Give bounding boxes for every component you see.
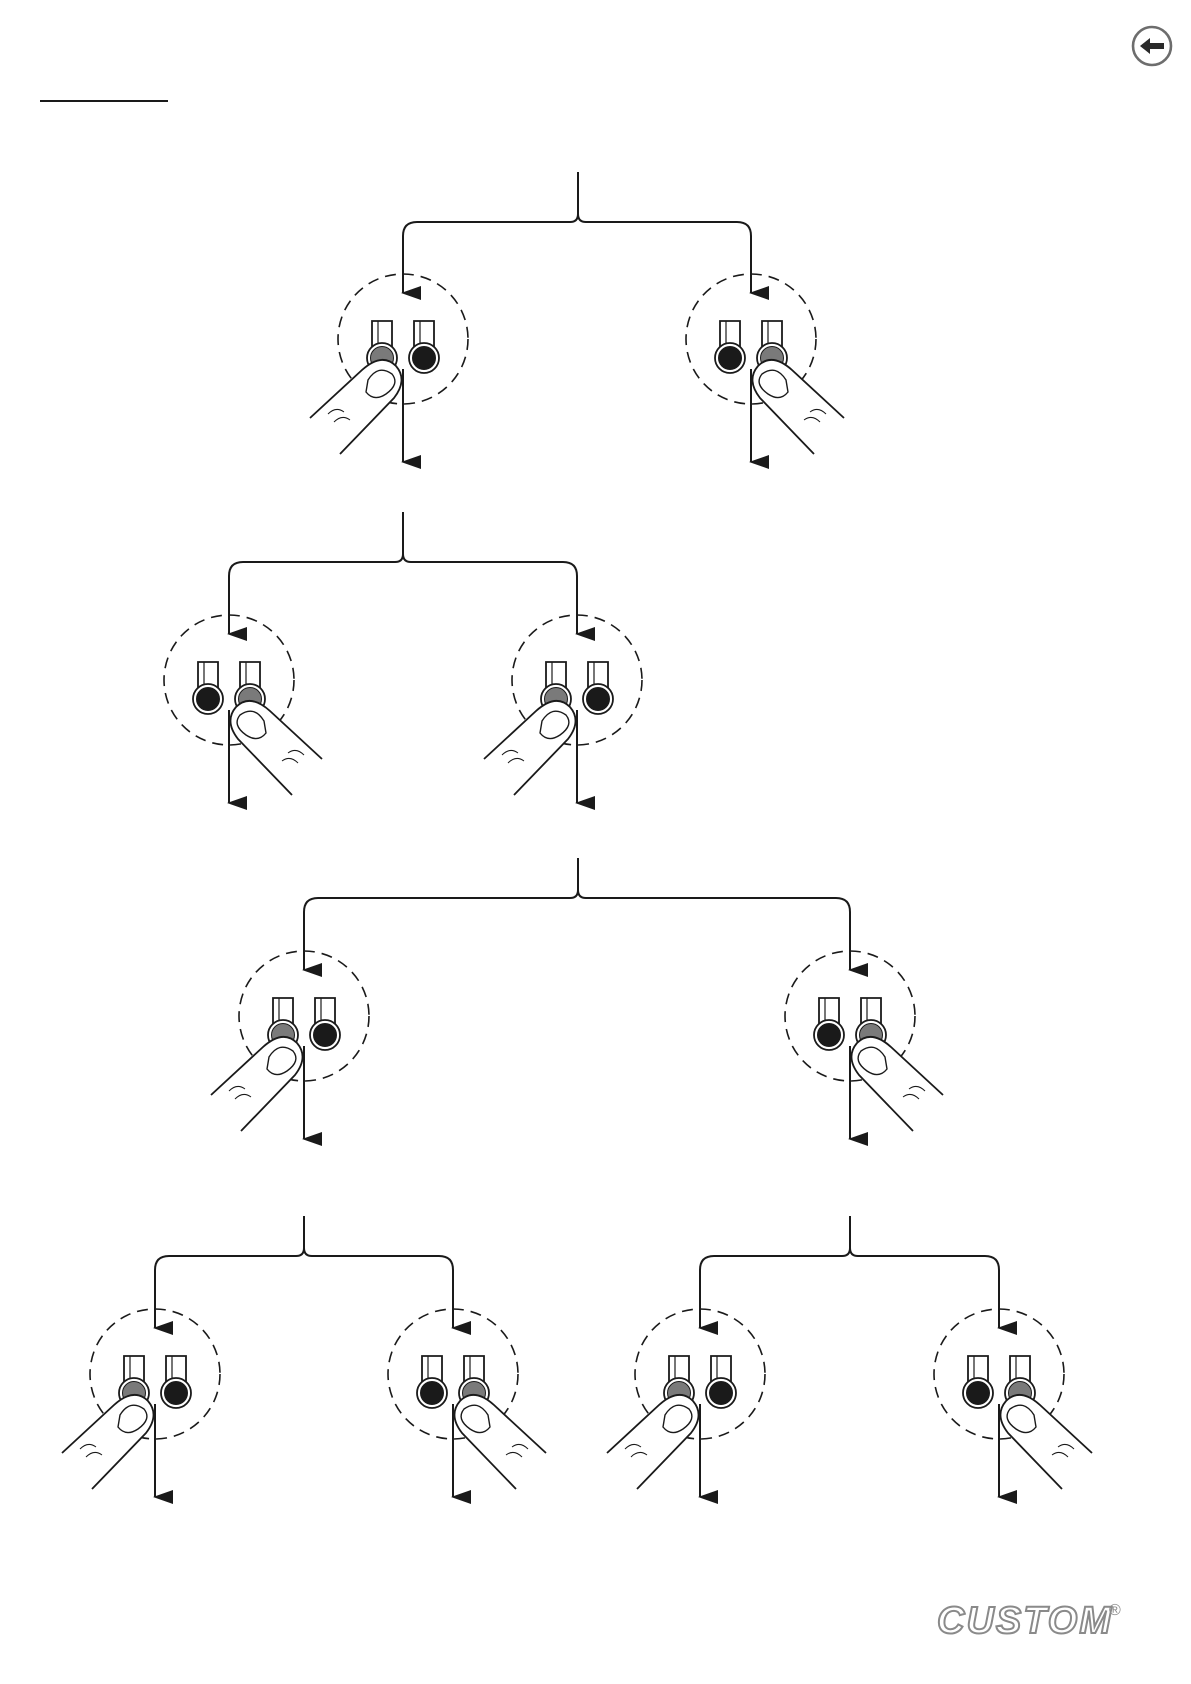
row-4a-unit-1-led-right (161, 1356, 191, 1408)
row-4a-unit-2-led-left (417, 1356, 447, 1408)
row-1-unit-1-led-right (409, 321, 439, 373)
row-4b-unit-1 (607, 1309, 765, 1497)
row-3-unit-2 (785, 951, 943, 1139)
row-2-bracket (229, 512, 577, 634)
row-4b-unit-2-led-left (963, 1356, 993, 1408)
row-4a-unit-2 (388, 1309, 546, 1497)
row-4b-bracket (700, 1216, 999, 1328)
row-4b-unit-2-finger (1000, 1395, 1092, 1489)
registered-mark: ® (1109, 1602, 1121, 1619)
row-3-unit-1 (211, 951, 369, 1139)
row-1-unit-2-finger (752, 360, 844, 454)
row-2-unit-2-finger (484, 701, 576, 795)
row-2-unit-1 (164, 615, 322, 803)
row-3-unit-1-led-right (310, 998, 340, 1050)
row-3-unit-2-finger (851, 1037, 943, 1131)
row-1-unit-2-led-left (715, 321, 745, 373)
row-2-unit-1-led-left (193, 662, 223, 714)
row-4b-unit-2 (934, 1309, 1092, 1497)
row-3-unit-1-finger (211, 1037, 303, 1131)
row-3-bracket (304, 858, 850, 970)
row-1-unit-1 (310, 274, 468, 462)
row-4a-unit-1 (62, 1309, 220, 1497)
row-4a-bracket (155, 1216, 453, 1328)
row-1-bracket (403, 172, 751, 293)
row-2-unit-1-finger (230, 701, 322, 795)
row-4a-unit-1-finger (62, 1395, 154, 1489)
brand-logo-text: CUSTOM (937, 1600, 1113, 1641)
brand-logo: CUSTOM ® (935, 1597, 1125, 1641)
row-1-unit-2 (686, 274, 844, 462)
row-4b-unit-1-finger (607, 1395, 699, 1489)
row-3-unit-2-led-left (814, 998, 844, 1050)
row-2-unit-2-led-right (583, 662, 613, 714)
row-1-unit-1-finger (310, 360, 402, 454)
row-4a-unit-2-finger (454, 1395, 546, 1489)
row-4b-unit-1-led-right (706, 1356, 736, 1408)
row-2-unit-2 (484, 615, 642, 803)
